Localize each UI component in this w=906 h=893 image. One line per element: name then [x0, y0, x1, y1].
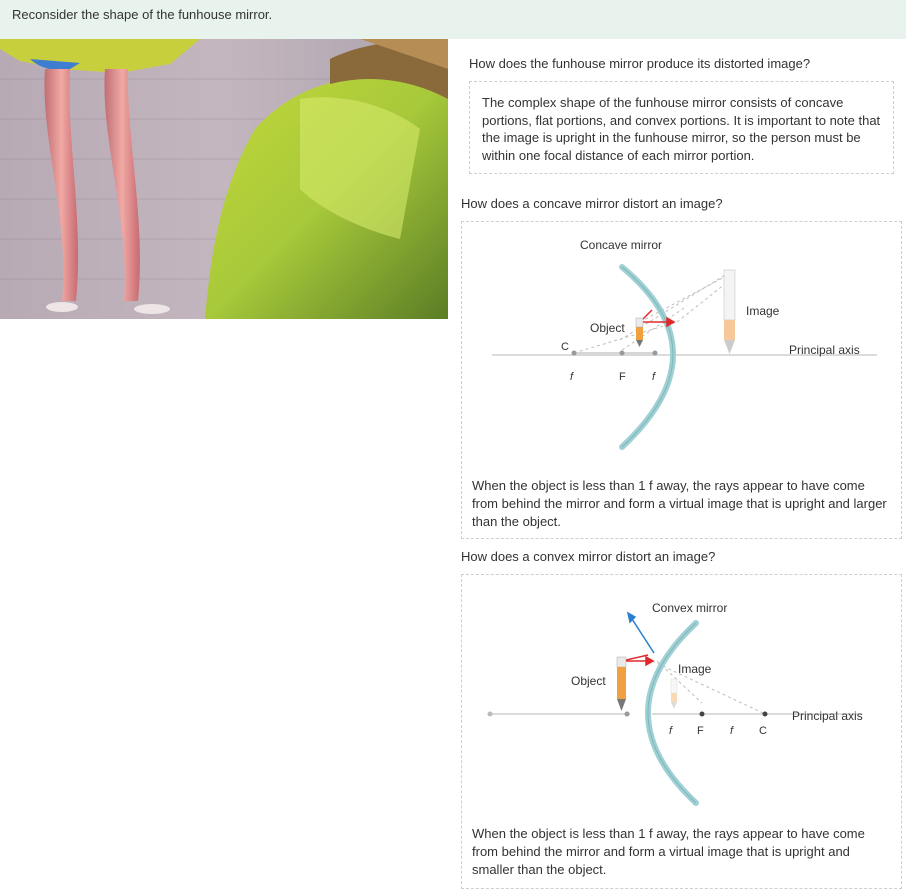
- concave-mirror-diagram: Concave mirror Object: [492, 238, 877, 450]
- prompt-text: Reconsider the shape of the funhouse mir…: [12, 7, 273, 22]
- convex-caption: When the object is less than 1 f away, t…: [472, 826, 865, 877]
- construction-rays: [573, 271, 731, 354]
- object-base: [574, 352, 654, 356]
- convex-image-label: Image: [678, 662, 712, 676]
- question-2: How does a concave mirror distort an ima…: [461, 196, 723, 211]
- convex-axis-label: Principal axis: [792, 709, 863, 723]
- concave-f-left: f: [570, 371, 574, 383]
- question-3: How does a convex mirror distort an imag…: [461, 549, 716, 564]
- concave-c-label: C: [561, 341, 569, 353]
- concave-f-right: f: [652, 371, 656, 383]
- convex-answer-box: Convex mirror Object: [461, 574, 902, 889]
- convex-c-label: C: [759, 725, 767, 737]
- concave-answer-box: Concave mirror Object: [461, 221, 902, 539]
- funhouse-photo: [0, 39, 448, 319]
- image-pen: [723, 269, 736, 354]
- convex-F: F: [697, 725, 704, 737]
- concave-image-label: Image: [746, 304, 780, 318]
- convex-image-pen: [670, 678, 678, 709]
- convex-blue-ray: [626, 611, 655, 654]
- concave-object-label: Object: [590, 321, 625, 335]
- concave-F: F: [619, 371, 626, 383]
- concave-caption: When the object is less than 1 f away, t…: [472, 478, 887, 529]
- convex-object-pen: [616, 656, 627, 711]
- answer-text-1: The complex shape of the funhouse mirror…: [482, 95, 881, 163]
- convex-f-left: f: [669, 725, 673, 737]
- convex-object-label: Object: [571, 674, 606, 688]
- prompt-header: Reconsider the shape of the funhouse mir…: [0, 0, 906, 39]
- object-pen: [635, 317, 644, 347]
- answer-box-1: The complex shape of the funhouse mirror…: [469, 81, 894, 174]
- concave-title: Concave mirror: [580, 238, 662, 252]
- convex-construction-rays: [651, 660, 766, 715]
- concave-axis-label: Principal axis: [789, 343, 860, 357]
- convex-f-right: f: [730, 725, 734, 737]
- convex-mirror-diagram: Convex mirror Object: [487, 601, 863, 806]
- convex-title: Convex mirror: [652, 601, 727, 615]
- convex-red-rays: [621, 654, 655, 667]
- question-1: How does the funhouse mirror produce its…: [469, 56, 811, 71]
